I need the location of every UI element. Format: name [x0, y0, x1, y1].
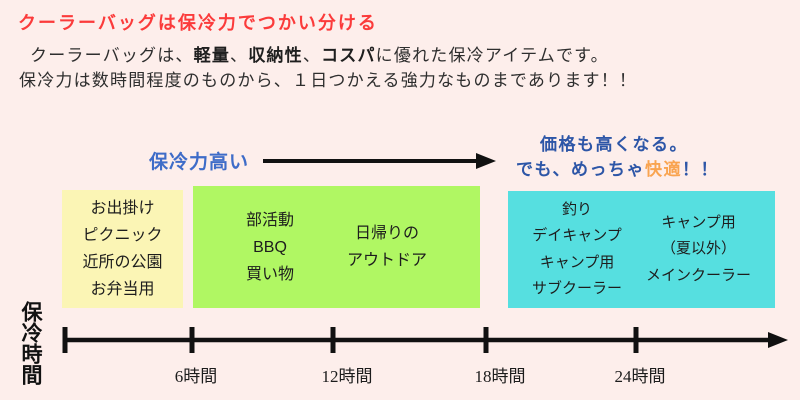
usage-box-mid: 部活動 BBQ 買い物 日帰りの アウトドア	[193, 186, 480, 308]
usage-item: キャンプ用	[661, 213, 736, 231]
note-line2-pre: でも、めっちゃ	[516, 160, 645, 179]
cooling-power-arrow-icon	[263, 153, 496, 169]
usage-item: キャンプ用	[539, 253, 615, 271]
intro-sep1: 、	[230, 46, 249, 65]
usage-group: キャンプ用 （夏以外） メインクーラー	[646, 210, 751, 290]
usage-item: ピクニック	[82, 227, 163, 244]
intro-line-2: 保冷力は数時間程度のものから、１日つかえる強力なものまであります！！	[19, 71, 638, 90]
cooling-power-label: 保冷力高い	[149, 152, 250, 173]
usage-item: お出掛け	[90, 200, 155, 217]
price-note-line-2: でも、めっちゃ快適！！	[516, 155, 719, 180]
tick-label-6h: 6時間	[174, 367, 218, 386]
usage-item: 部活動	[245, 211, 294, 229]
usage-box-long: 釣り デイキャンプ キャンプ用 サブクーラー キャンプ用 （夏以外） メインクー…	[508, 191, 775, 308]
note-line2-post: ！！	[682, 160, 719, 179]
usage-item: サブクーラー	[531, 280, 622, 297]
intro-sep2: 、	[302, 46, 322, 65]
usage-item: アウトドア	[346, 252, 427, 269]
usage-item: デイキャンプ	[532, 227, 622, 244]
tick-label-12h: 12時間	[321, 367, 373, 386]
usage-box-short: お出掛け ピクニック 近所の公園 お弁当用	[62, 190, 183, 308]
usage-group: 釣り デイキャンプ キャンプ用 サブクーラー	[532, 197, 622, 303]
usage-group: 日帰りの アウトドア	[347, 220, 427, 274]
usage-item: BBQ	[253, 238, 287, 256]
usage-item: メインクーラー	[645, 266, 751, 284]
timeline-axis-icon	[62, 327, 788, 353]
price-note-line-1: 価格も高くなる。	[540, 135, 688, 154]
usage-item: 近所の公園	[82, 254, 163, 271]
intro-line1-pre: クーラーバッグは、	[30, 46, 194, 65]
usage-item: （夏以外）	[660, 240, 736, 258]
usage-group: お出掛け ピクニック 近所の公園 お弁当用	[82, 195, 162, 303]
usage-item: お弁当用	[90, 281, 155, 298]
usage-group: 部活動 BBQ 買い物	[246, 207, 294, 288]
intro-line1-post: に優れた保冷アイテムです。	[375, 46, 609, 65]
usage-item: 釣り	[561, 200, 592, 218]
tick-label-18h: 18時間	[474, 367, 526, 386]
intro-bold-lightweight: 軽量	[193, 46, 231, 65]
tick-label-24h: 24時間	[614, 367, 666, 386]
note-comfort-highlight: 快適	[645, 160, 682, 179]
page-title: クーラーバッグは保冷力でつかい分ける	[18, 13, 378, 33]
usage-item: 買い物	[245, 265, 294, 283]
axis-label-cooling-time: 保冷時間	[19, 301, 43, 385]
intro-bold-storability: 収納性	[248, 46, 303, 65]
usage-item: 日帰りの	[354, 225, 419, 242]
intro-line-1: クーラーバッグは、軽量、収納性、コスパに優れた保冷アイテムです。	[30, 41, 609, 66]
intro-bold-cost-performance: コスパ	[321, 46, 376, 65]
